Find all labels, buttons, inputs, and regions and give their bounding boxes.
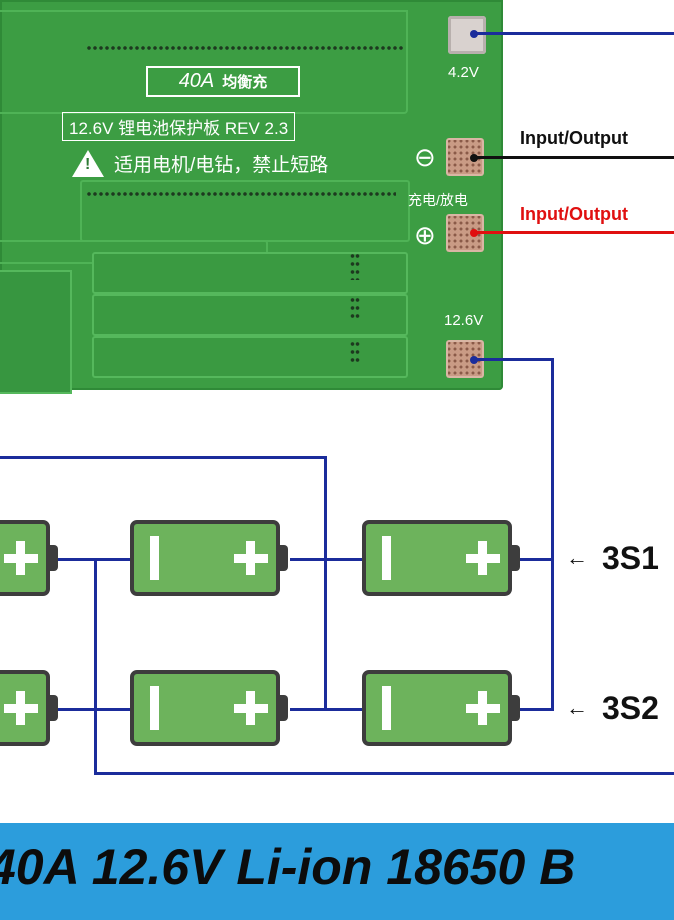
header-pad-strip [86,44,404,52]
mosfet-slot [92,294,408,336]
warning-triangle-icon: ! [72,150,104,177]
wire-link [58,558,130,561]
terminal-positive-pad [446,214,484,252]
mosfet-slot [92,336,408,378]
terminal-charge-discharge-label: 充电/放电 [408,192,468,208]
output-negative-label: Input/Output [520,128,628,148]
series-label-3s2: 3S2 [602,690,659,726]
battery-cell [362,670,522,746]
wire-bus-left [94,558,97,774]
wire-bus-mid [324,456,327,708]
wire-link [58,708,130,711]
board-component-area [0,270,72,394]
via-column [350,340,360,366]
battery-cell [130,670,290,746]
via-column [350,296,360,322]
model-badge-balance: 均衡充 [222,74,268,91]
wire-bus-top [0,456,327,459]
arrow-left-icon: ← [566,695,588,720]
arrow-left-icon: ← [566,545,588,570]
header-pad-strip [86,190,396,198]
warning-text: 适用电机/电钻，禁止短路 [114,155,329,176]
battery-cell [362,520,522,596]
output-positive-label: Input/Output [520,204,628,224]
model-badge: 40A 均衡充 [146,66,300,97]
terminal-4v2-pad [448,16,486,54]
terminal-4v2-label: 4.2V [448,64,479,81]
protection-board: 40A 均衡充 12.6V 锂电池保护板 REV 2.3 ! 适用电机/电钻，禁… [0,0,503,394]
battery-cell [130,520,290,596]
battery-cell [0,520,60,596]
mosfet-slot [92,252,408,294]
terminal-12v6-label: 12.6V [444,312,484,329]
wire-output-negative [474,156,674,159]
wire-4v2 [474,32,674,35]
series-label-3s1: 3S1 [602,540,659,576]
wire-link [290,708,362,711]
banner-title: 40A 12.6V Li-ion 18650 B [0,839,576,895]
wire-bus-bottom [94,772,674,775]
battery-cell [0,670,60,746]
wire-link [520,708,554,711]
wire-link [290,558,362,561]
terminal-12v6-pad [446,340,484,378]
wire-12v6 [474,358,554,361]
board-title: 12.6V 锂电池保护板 REV 2.3 [62,112,296,141]
plus-symbol-icon: ⊕ [414,220,436,250]
board-trace [0,10,408,114]
warning-notice: ! 适用电机/电钻，禁止短路 [72,150,328,177]
wire-output-positive [474,231,674,234]
title-banner: 40A 12.6V Li-ion 18650 B [0,823,674,920]
wire-12v6 [551,358,554,708]
minus-symbol-icon: ⊖ [414,142,436,172]
wire-link [520,558,554,561]
model-badge-current: 40A [178,70,215,92]
board-trace [80,180,410,242]
via-column [350,252,360,280]
